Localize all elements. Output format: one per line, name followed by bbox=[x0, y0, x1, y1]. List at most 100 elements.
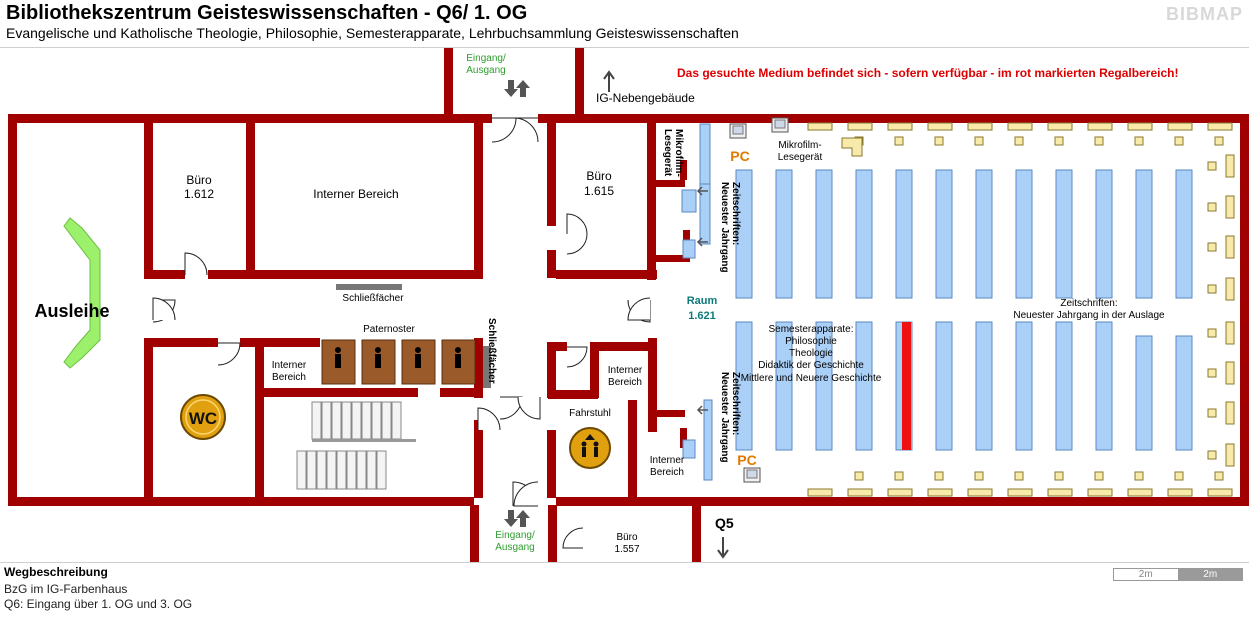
wall-segment bbox=[144, 270, 185, 279]
wall-segment bbox=[547, 350, 556, 398]
stair-step bbox=[336, 450, 347, 490]
table-top-row bbox=[887, 122, 913, 131]
microfilm-top-line2: Lesegerät bbox=[778, 152, 823, 163]
header-divider bbox=[0, 47, 1249, 48]
chair-right-wall bbox=[1207, 242, 1217, 252]
stair-step bbox=[296, 450, 307, 490]
walls bbox=[8, 48, 1249, 563]
lockers-top-label: Schließfächer bbox=[342, 293, 404, 304]
stair-step bbox=[321, 401, 332, 440]
wall-segment bbox=[246, 114, 255, 279]
wall-segment bbox=[692, 497, 1249, 506]
wall-segment bbox=[8, 497, 474, 506]
door-swing bbox=[184, 252, 208, 276]
elevator-icon bbox=[569, 427, 611, 469]
table-right-wall bbox=[1225, 401, 1235, 425]
door-swing bbox=[566, 213, 588, 255]
wall-segment bbox=[470, 505, 479, 563]
stair-step bbox=[316, 450, 327, 490]
shelf-wall bbox=[699, 183, 711, 245]
stair-step bbox=[306, 450, 317, 490]
shelf-upper bbox=[1175, 169, 1193, 299]
svg-text:Neuester Jahrgang: Neuester Jahrgang bbox=[719, 182, 730, 273]
journals-display-line2: Neuester Jahrgang in der Auslage bbox=[1013, 310, 1165, 321]
entrance-bottom-line2: Ausgang bbox=[495, 542, 534, 553]
table-right-wall bbox=[1225, 321, 1235, 345]
svg-text:Neuester Jahrgang: Neuester Jahrgang bbox=[719, 372, 730, 463]
door-swing bbox=[517, 396, 541, 420]
chair-right-wall bbox=[1207, 328, 1217, 338]
internal-left-line1: Interner bbox=[272, 360, 307, 371]
table-top-row bbox=[967, 122, 993, 131]
wall-segment bbox=[547, 342, 567, 351]
stair-step bbox=[346, 450, 357, 490]
room-label-line1: Raum bbox=[687, 295, 718, 307]
chair-bottom bbox=[1094, 471, 1104, 481]
stair-step bbox=[361, 401, 372, 440]
table-bottom-row bbox=[1127, 488, 1153, 497]
wall-segment bbox=[680, 428, 687, 448]
chair-right-wall bbox=[1207, 202, 1217, 212]
shelf-small bbox=[682, 439, 696, 459]
shelf-upper bbox=[935, 169, 953, 299]
wall-segment bbox=[628, 400, 637, 498]
scale-label-1: 2m bbox=[1114, 569, 1179, 580]
wc-label: WC bbox=[189, 409, 217, 428]
computer-screen-icon bbox=[746, 469, 758, 479]
journals-display-line1: Zeitschriften: bbox=[1060, 298, 1117, 309]
semester-line3: Theologie bbox=[789, 348, 833, 359]
directions-line-2: Q6: Eingang über 1. OG und 3. OG bbox=[4, 597, 193, 611]
chair-bottom bbox=[854, 471, 864, 481]
chair-right-wall bbox=[1207, 368, 1217, 378]
computer-screen-icon bbox=[732, 125, 744, 135]
chair-bottom bbox=[894, 471, 904, 481]
table-top-row bbox=[1127, 122, 1153, 131]
paternoster-cabins bbox=[321, 339, 476, 385]
table-bottom-row bbox=[1047, 488, 1073, 497]
shelf-lower bbox=[1175, 335, 1193, 451]
stair-step bbox=[366, 450, 377, 490]
semester-line2: Philosophie bbox=[785, 336, 837, 347]
pc-label-bottom: PC bbox=[737, 452, 756, 468]
table-top-row bbox=[807, 122, 833, 131]
wall-segment bbox=[556, 497, 698, 506]
table-top-row bbox=[1207, 122, 1233, 131]
lockers-vertical-label: Schließfächer bbox=[486, 318, 497, 384]
chair-bottom bbox=[1214, 471, 1224, 481]
shelf-lower bbox=[1095, 321, 1113, 451]
footer: Wegbeschreibung BzG im IG-Farbenhaus Q6:… bbox=[0, 563, 1249, 618]
wall-segment bbox=[655, 410, 685, 417]
entrance-bottom-line1: Eingang/ bbox=[495, 530, 535, 541]
header: Bibliothekszentrum Geisteswissenschaften… bbox=[0, 0, 1249, 48]
chair-bottom bbox=[934, 471, 944, 481]
q5-label: Q5 bbox=[715, 515, 734, 531]
office-1612-line1: Büro bbox=[186, 173, 212, 187]
bibmap-logo[interactable]: BIBMAP bbox=[1166, 4, 1243, 24]
footer-divider bbox=[0, 562, 1249, 563]
scale-label-2: 2m bbox=[1178, 569, 1242, 580]
shelf-lower bbox=[1135, 335, 1153, 451]
lockers-vertical bbox=[483, 346, 491, 388]
wall-segment bbox=[575, 48, 584, 120]
table-top-row bbox=[1007, 122, 1033, 131]
door-swing bbox=[513, 117, 539, 143]
wall-segment bbox=[648, 338, 657, 432]
office-1557-line1: Büro bbox=[616, 532, 638, 543]
stair-step bbox=[341, 401, 352, 440]
semester-line4: Didaktik der Geschichte bbox=[758, 360, 864, 371]
microfilm-vertical-label: Mikrofilm- Lesegerät bbox=[662, 129, 684, 177]
table-right-wall bbox=[1225, 361, 1235, 385]
shelf-lower bbox=[855, 321, 873, 451]
computer-screen-icon bbox=[774, 119, 786, 129]
lending-label: Ausleihe bbox=[34, 301, 109, 321]
chair-top bbox=[1014, 136, 1024, 146]
shelf-upper bbox=[1055, 169, 1073, 299]
shelf-upper bbox=[975, 169, 993, 299]
office-1612-line2: 1.612 bbox=[184, 187, 214, 201]
pc-label-top: PC bbox=[730, 148, 749, 164]
door-swing bbox=[491, 117, 517, 143]
stair-step bbox=[371, 401, 382, 440]
door-swing bbox=[152, 297, 176, 321]
room-label-line2: 1.621 bbox=[688, 310, 716, 322]
entrance-arrows-bottom-icon bbox=[504, 510, 530, 527]
